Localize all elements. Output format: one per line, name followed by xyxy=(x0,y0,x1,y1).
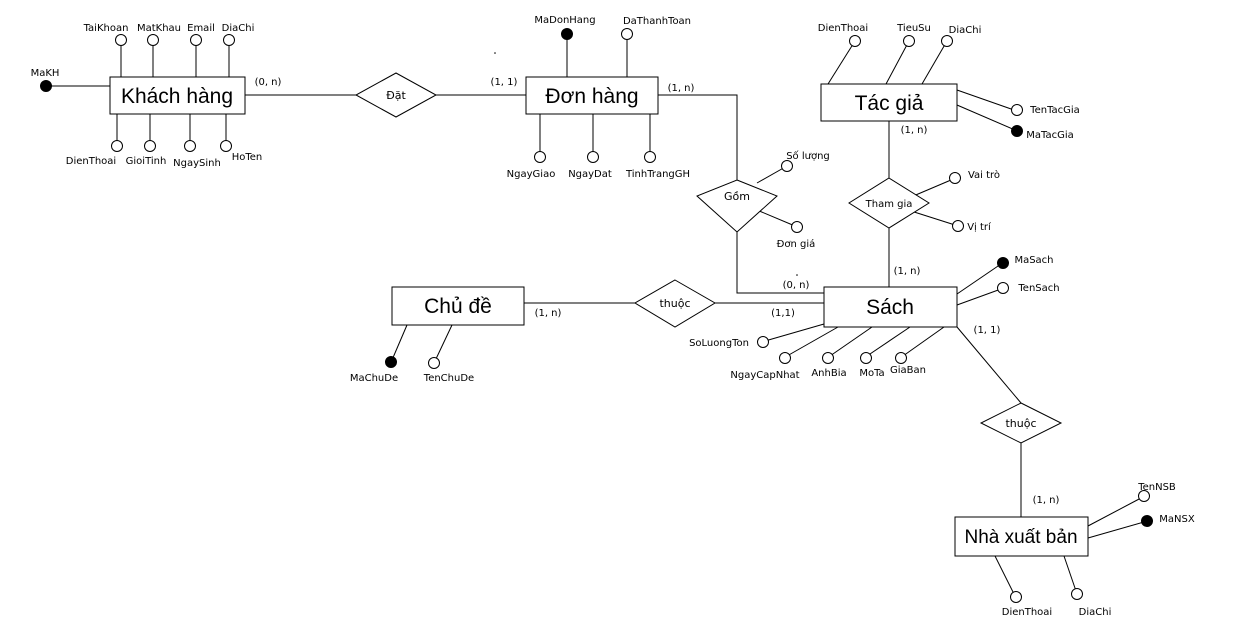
attribute-label: Vị trí xyxy=(967,221,992,233)
cardinality-label: (1, 1) xyxy=(974,325,1001,336)
attribute-label: NgayGiao xyxy=(507,169,556,180)
line-gom-sach xyxy=(736,232,824,294)
attribute-label: AnhBia xyxy=(811,368,846,379)
relationship-label: Tham gia xyxy=(865,199,913,210)
attribute-label: TenSach xyxy=(1017,283,1059,294)
relationship-tham-gia: Tham gia xyxy=(848,177,930,229)
relationship-lines xyxy=(245,94,1022,517)
entity-label: Chủ đề xyxy=(424,295,492,318)
line-donhang-gom xyxy=(658,94,738,180)
cardinality-label: (1, n) xyxy=(901,125,928,136)
attribute-circles xyxy=(40,28,1153,603)
attribute-label: MoTa xyxy=(859,368,884,379)
entity-label: Tác giả xyxy=(855,92,924,115)
entity-label: Nhà xuất bản xyxy=(964,527,1077,548)
key-attribute-dot xyxy=(385,356,397,368)
attribute-label: DiaChi xyxy=(949,25,982,36)
attribute-label: DaThanhToan xyxy=(623,16,691,27)
attribute-label: DienThoai xyxy=(1002,607,1052,618)
cardinality-label: (1, n) xyxy=(894,266,921,277)
entity-nha-xuat-ban: Nhà xuất bản xyxy=(954,516,1089,557)
attribute-lines xyxy=(46,34,1145,595)
attribute-label: TinhTrangGH xyxy=(625,169,690,180)
relationship-gom: Gồm xyxy=(696,179,778,233)
attribute-label: DienThoai xyxy=(66,156,116,167)
relationship-label: Gồm xyxy=(724,190,750,203)
relationship-label: thuộc xyxy=(659,297,690,310)
entity-tac-gia: Tác giả xyxy=(820,83,958,122)
attribute-label: MaNSX xyxy=(1159,514,1195,525)
attribute-label: NgayDat xyxy=(568,169,612,180)
key-attribute-dot xyxy=(40,80,52,92)
attribute-label: MaChuDe xyxy=(350,373,398,384)
attribute-label: Vai trò xyxy=(968,169,1000,181)
entity-chu-de: Chủ đề xyxy=(391,286,525,326)
relationship-label: thuộc xyxy=(1005,417,1036,430)
attribute-label: MatKhau xyxy=(137,23,181,34)
attribute-label: SoLuongTon xyxy=(689,338,749,349)
attribute-label: GiaBan xyxy=(890,365,926,376)
cardinality-label: (1,1) xyxy=(771,308,795,319)
attribute-label: NgaySinh xyxy=(173,158,221,169)
attribute-label: MaKH xyxy=(31,68,60,79)
entity-label: Đơn hàng xyxy=(545,85,638,108)
attribute-label: TieuSu xyxy=(896,23,931,34)
stray-marks xyxy=(494,52,798,276)
key-attribute-dot xyxy=(561,28,573,40)
attribute-label: TenTacGia xyxy=(1029,105,1080,116)
cardinality-label: (0, n) xyxy=(783,280,810,291)
key-attribute-dot xyxy=(997,257,1009,269)
attribute-label: DiaChi xyxy=(222,23,255,34)
attribute-label: GioiTinh xyxy=(126,156,167,167)
cardinality-label: (1, n) xyxy=(668,83,695,94)
cardinality-label: (1, n) xyxy=(1033,495,1060,506)
attribute-labels: MaKH TaiKhoan MatKhau Email DiaChi DienT… xyxy=(31,15,1195,618)
entity-label: Sách xyxy=(866,296,914,319)
cardinality-label: (0, n) xyxy=(255,77,282,88)
attribute-label: MaTacGia xyxy=(1026,130,1074,141)
attribute-label: Đơn giá xyxy=(777,238,816,250)
attribute-label: NgayCapNhat xyxy=(730,370,799,381)
attribute-label: TenNSB xyxy=(1137,482,1176,493)
attribute-label: Số lượng xyxy=(786,150,830,162)
attribute-label: DienThoai xyxy=(818,23,868,34)
relationship-dat: Đặt xyxy=(354,72,438,118)
line-sach-thuoc xyxy=(956,326,1022,404)
cardinality-labels: (0, n) (1, 1) (1, n) (0, n) (1, n) (1, n… xyxy=(255,77,1060,506)
entity-sach: Sách xyxy=(823,286,958,328)
entity-don-hang: Đơn hàng xyxy=(525,76,659,115)
attribute-label: MaSach xyxy=(1014,255,1053,266)
attribute-label: TenChuDe xyxy=(423,373,474,384)
attribute-label: Email xyxy=(187,23,215,34)
attribute-label: DiaChi xyxy=(1079,607,1112,618)
relationship-thuoc-chu-de: thuộc xyxy=(634,279,716,328)
attribute-label: TaiKhoan xyxy=(83,23,129,34)
relationship-thuoc-nxb: thuộc xyxy=(979,402,1063,444)
attribute-label: HoTen xyxy=(232,152,263,163)
entity-khach-hang: Khách hàng xyxy=(109,76,246,115)
cardinality-label: (1, n) xyxy=(535,308,562,319)
relationship-label: Đặt xyxy=(386,89,406,102)
entity-label: Khách hàng xyxy=(121,85,233,108)
key-attribute-dot xyxy=(1011,125,1023,137)
attribute-label: MaDonHang xyxy=(534,15,595,26)
key-attribute-dot xyxy=(1141,515,1153,527)
cardinality-label: (1, 1) xyxy=(491,77,518,88)
